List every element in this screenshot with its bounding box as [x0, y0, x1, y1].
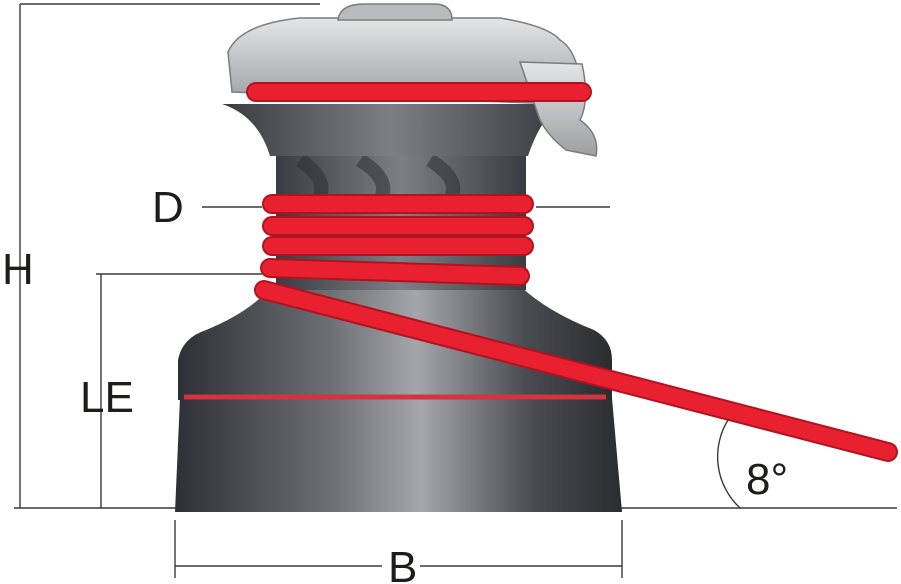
- winch-upper-skirt: [222, 104, 560, 156]
- rope-tail: [256, 282, 896, 460]
- line-entry-label: LE: [80, 373, 134, 422]
- drum-diameter-label: D: [152, 183, 184, 232]
- angle-arc: [716, 419, 741, 509]
- angle-label: 8°: [746, 455, 788, 504]
- winch: [175, 3, 622, 512]
- handle-socket: [337, 3, 453, 21]
- winch-base: [175, 398, 622, 512]
- winch-shoulder: [178, 286, 612, 400]
- rope: [246, 82, 898, 462]
- rope-drum-wrap: [262, 260, 528, 284]
- height-label: H: [2, 245, 34, 294]
- base-label: B: [388, 543, 417, 584]
